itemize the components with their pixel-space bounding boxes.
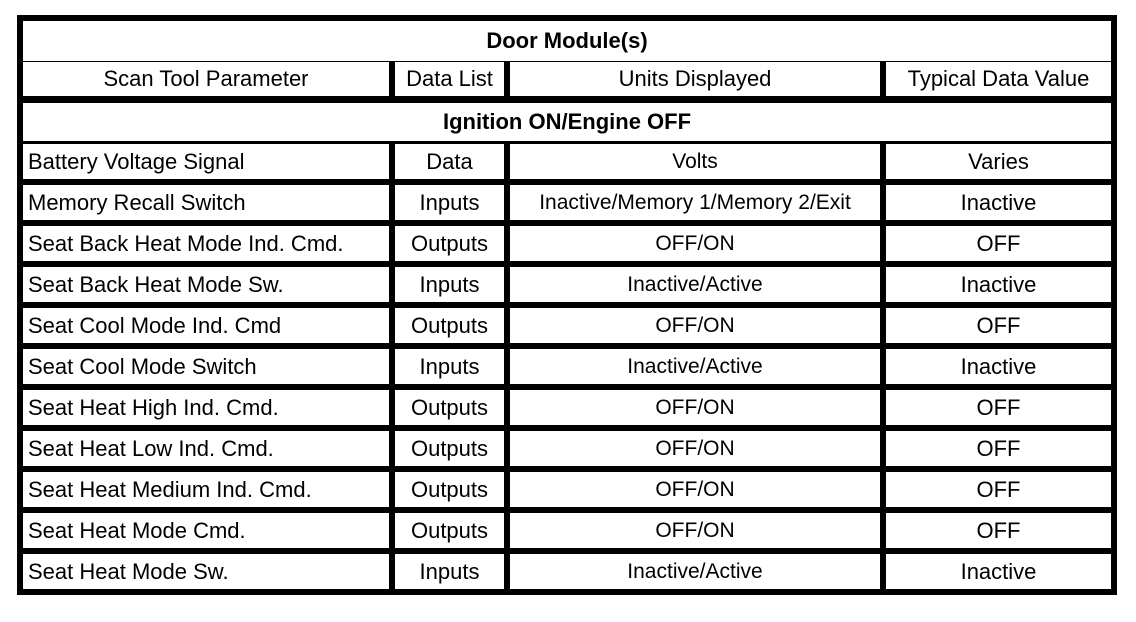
cell-typical-data-value: Inactive bbox=[886, 554, 1111, 589]
column-header-parameter: Scan Tool Parameter bbox=[23, 62, 389, 96]
cell-parameter: Seat Heat Mode Sw. bbox=[23, 554, 389, 589]
cell-parameter: Seat Heat Medium Ind. Cmd. bbox=[23, 472, 389, 507]
cell-parameter: Seat Cool Mode Switch bbox=[23, 349, 389, 384]
cell-parameter: Seat Back Heat Mode Sw. bbox=[23, 267, 389, 302]
cell-parameter: Seat Heat Low Ind. Cmd. bbox=[23, 431, 389, 466]
cell-data-list: Inputs bbox=[395, 185, 504, 220]
cell-parameter: Battery Voltage Signal bbox=[23, 144, 389, 179]
cell-typical-data-value: Inactive bbox=[886, 349, 1111, 384]
cell-data-list: Outputs bbox=[395, 390, 504, 425]
cell-units-displayed: OFF/ON bbox=[510, 431, 880, 466]
cell-data-list: Outputs bbox=[395, 513, 504, 548]
column-header-typical: Typical Data Value bbox=[886, 62, 1111, 96]
cell-units-displayed: Inactive/Active bbox=[510, 349, 880, 384]
door-module-table: Door Module(s) Scan Tool Parameter Data … bbox=[17, 15, 1117, 595]
cell-units-displayed: OFF/ON bbox=[510, 472, 880, 507]
cell-data-list: Inputs bbox=[395, 349, 504, 384]
table-grid: Door Module(s) Scan Tool Parameter Data … bbox=[17, 15, 1117, 595]
column-header-data-list: Data List bbox=[395, 62, 504, 96]
cell-typical-data-value: OFF bbox=[886, 472, 1111, 507]
cell-units-displayed: OFF/ON bbox=[510, 226, 880, 261]
cell-data-list: Outputs bbox=[395, 226, 504, 261]
table-title: Door Module(s) bbox=[23, 21, 1111, 61]
cell-parameter: Seat Cool Mode Ind. Cmd bbox=[23, 308, 389, 343]
cell-data-list: Outputs bbox=[395, 431, 504, 466]
column-header-units: Units Displayed bbox=[510, 62, 880, 96]
cell-data-list: Outputs bbox=[395, 308, 504, 343]
cell-data-list: Data bbox=[395, 144, 504, 179]
cell-units-displayed: Inactive/Active bbox=[510, 554, 880, 589]
cell-data-list: Outputs bbox=[395, 472, 504, 507]
cell-parameter: Seat Heat High Ind. Cmd. bbox=[23, 390, 389, 425]
cell-parameter: Memory Recall Switch bbox=[23, 185, 389, 220]
cell-typical-data-value: OFF bbox=[886, 431, 1111, 466]
cell-typical-data-value: Inactive bbox=[886, 267, 1111, 302]
cell-typical-data-value: OFF bbox=[886, 308, 1111, 343]
cell-typical-data-value: OFF bbox=[886, 226, 1111, 261]
section-header-ignition-on-engine-off: Ignition ON/Engine OFF bbox=[23, 103, 1111, 141]
cell-parameter: Seat Back Heat Mode Ind. Cmd. bbox=[23, 226, 389, 261]
cell-data-list: Inputs bbox=[395, 267, 504, 302]
cell-parameter: Seat Heat Mode Cmd. bbox=[23, 513, 389, 548]
cell-units-displayed: OFF/ON bbox=[510, 513, 880, 548]
cell-units-displayed: OFF/ON bbox=[510, 308, 880, 343]
cell-typical-data-value: OFF bbox=[886, 513, 1111, 548]
cell-typical-data-value: OFF bbox=[886, 390, 1111, 425]
cell-units-displayed: Volts bbox=[510, 144, 880, 179]
cell-units-displayed: OFF/ON bbox=[510, 390, 880, 425]
cell-typical-data-value: Varies bbox=[886, 144, 1111, 179]
cell-units-displayed: Inactive/Memory 1/Memory 2/Exit bbox=[510, 185, 880, 220]
cell-units-displayed: Inactive/Active bbox=[510, 267, 880, 302]
cell-typical-data-value: Inactive bbox=[886, 185, 1111, 220]
cell-data-list: Inputs bbox=[395, 554, 504, 589]
